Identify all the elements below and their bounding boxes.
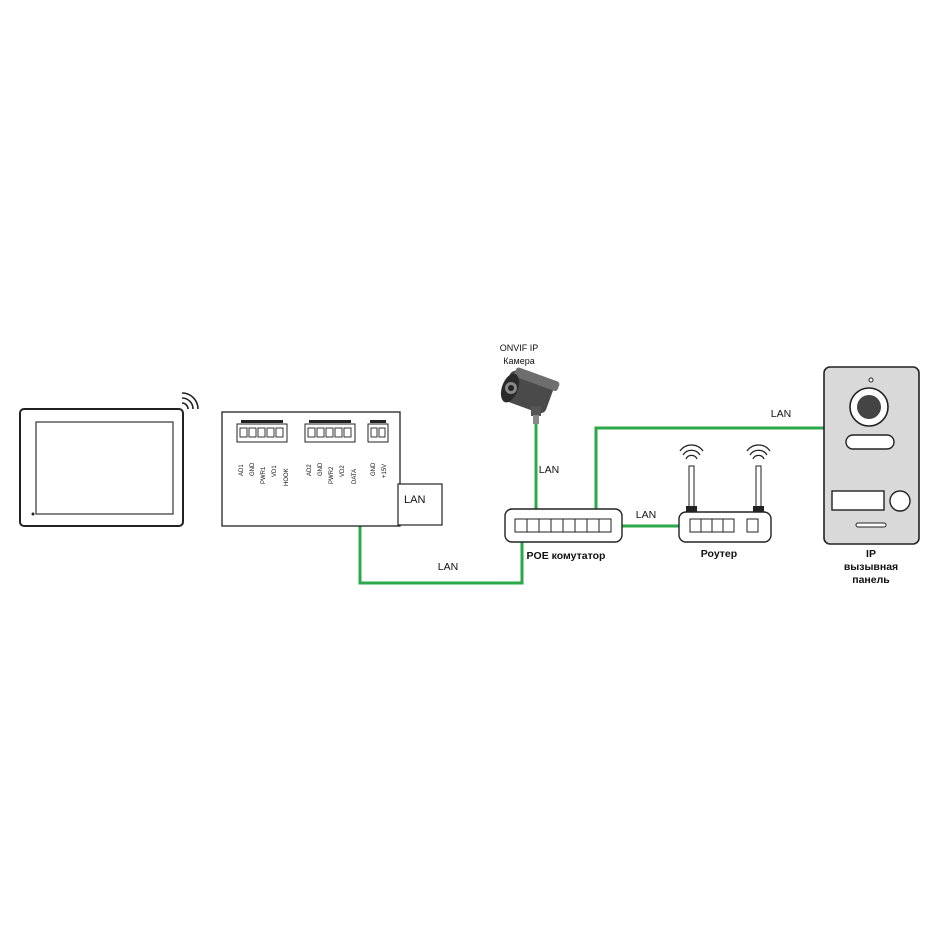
lan-label-router: LAN xyxy=(636,509,656,521)
poe-switch xyxy=(504,508,623,543)
panel-label-line3: панель xyxy=(852,574,890,586)
pin-label-data: DATA xyxy=(352,469,358,484)
pin-label-vd2: VD2 xyxy=(340,465,346,477)
lan-port-box xyxy=(397,483,443,526)
pin-label-gnd1: GND xyxy=(250,462,256,476)
camera-icon xyxy=(500,367,560,424)
pin-label-15v: +15V xyxy=(382,464,388,478)
pin-label-hook: HOOK xyxy=(284,468,290,486)
switch-label: POE комутатор xyxy=(527,550,606,562)
connector-block: AD1 GND PWR1 VD1 HOOK AD2 GND PWR2 VD2 D… xyxy=(221,411,443,527)
lan-port-label: LAN xyxy=(404,494,425,506)
pin-label-pwr2: PWR2 xyxy=(329,466,335,484)
pin-label-ad2: AD2 xyxy=(307,464,313,476)
lan-label-panel: LAN xyxy=(771,408,791,420)
cable-switch-panel xyxy=(594,426,824,523)
router xyxy=(678,444,772,543)
panel-label-line2: вызывная xyxy=(844,561,898,573)
panel-label-line1: IP xyxy=(866,548,876,560)
router-label: Роутер xyxy=(701,548,737,560)
antenna-icon xyxy=(679,444,704,513)
pin-label-vd1: VD1 xyxy=(272,465,278,477)
indoor-monitor xyxy=(19,408,184,527)
lan-label-camera: LAN xyxy=(539,464,559,476)
lan-label-monitor-cable: LAN xyxy=(438,561,458,573)
pin-label-pwr1: PWR1 xyxy=(261,466,267,484)
ip-door-panel xyxy=(823,366,920,545)
camera-label-line1: ONVIF IP xyxy=(500,343,539,353)
wifi-icon xyxy=(181,392,199,410)
pin-label-gnd3: GND xyxy=(371,462,377,476)
camera-label-line2: Камера xyxy=(503,356,534,366)
antenna-icon xyxy=(746,444,771,513)
pin-label-gnd2: GND xyxy=(318,462,324,476)
pin-label-ad1: AD1 xyxy=(239,464,245,476)
